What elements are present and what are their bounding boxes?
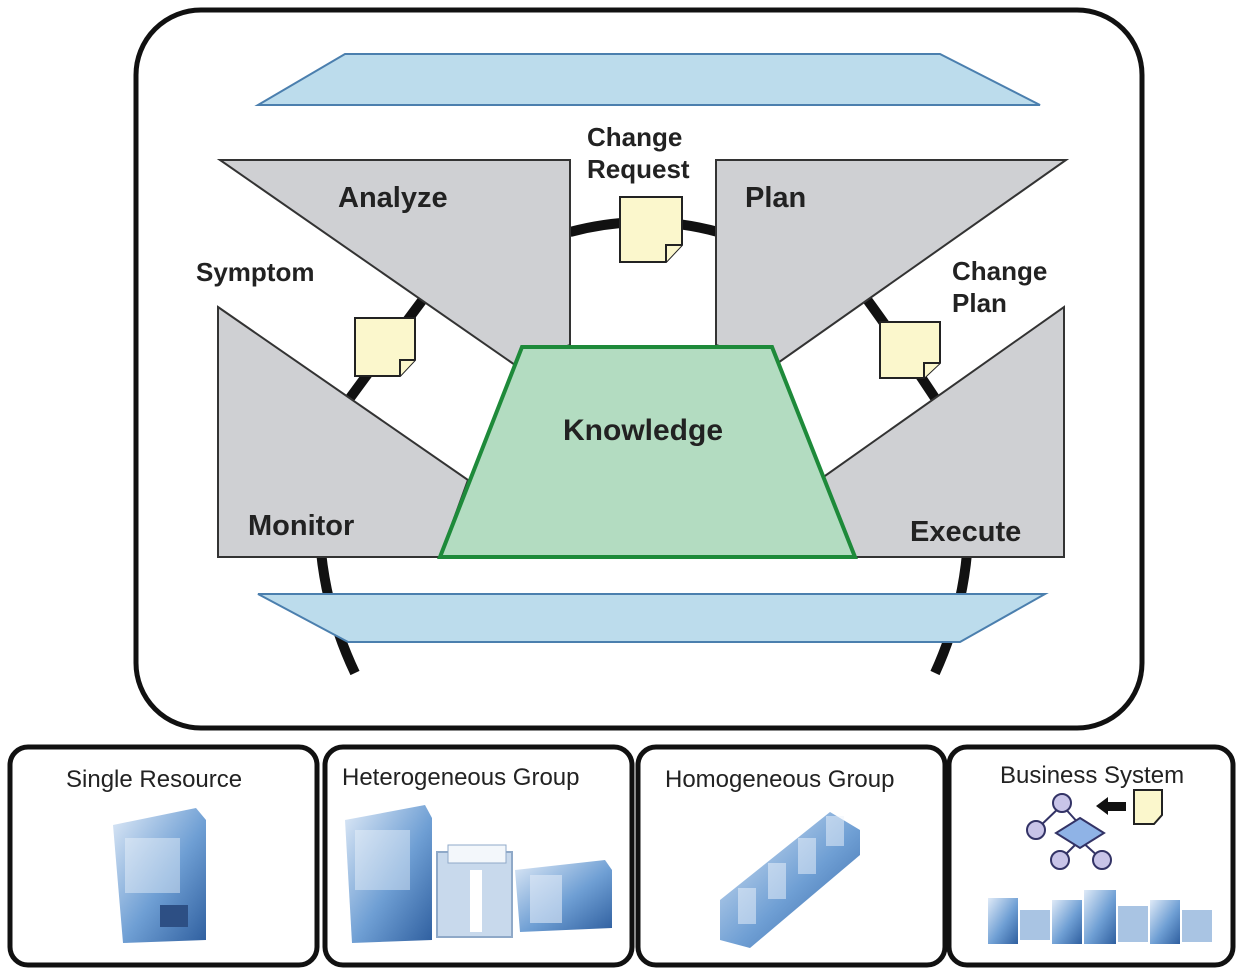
monitor-label: Monitor <box>248 510 354 542</box>
resource-box-heterogeneous: Heterogeneous Group <box>322 744 635 968</box>
arrow-left-icon <box>1096 797 1126 815</box>
knowledge-shape <box>437 345 858 559</box>
change-request-label-line2: Request <box>587 154 690 184</box>
storage-icon <box>436 844 513 938</box>
knowledge-label: Knowledge <box>563 414 723 447</box>
resource-box-title: Homogeneous Group <box>665 766 894 793</box>
resource-box-title: Business System <box>1000 762 1184 789</box>
resource-box-single: Single Resource <box>7 744 320 968</box>
change-request-document-icon <box>619 196 683 263</box>
symptom-label: Symptom <box>196 257 314 287</box>
change-plan-document-icon <box>879 321 941 379</box>
execute-label: Execute <box>910 516 1021 548</box>
resource-box-business-system: Business System <box>946 744 1236 968</box>
resource-box-homogeneous: Homogeneous Group <box>635 744 948 968</box>
top-interface-bar <box>254 53 1041 106</box>
change-plan-label-line2: Plan <box>952 288 1007 318</box>
document-icon <box>1133 789 1163 825</box>
tape-icon <box>515 860 612 932</box>
server-icon <box>113 808 206 943</box>
bottom-interface-bar <box>257 593 1049 643</box>
server-icon <box>345 805 432 943</box>
server-group-icon <box>988 890 1212 944</box>
resource-box-title: Single Resource <box>66 766 242 793</box>
workflow-icon <box>1026 793 1112 870</box>
symptom-document-icon <box>354 317 416 377</box>
plan-label: Plan <box>745 182 806 214</box>
server-rack-icon <box>720 812 860 948</box>
change-plan-label-line1: Change <box>952 256 1047 286</box>
resource-box-title: Heterogeneous Group <box>342 764 580 791</box>
analyze-label: Analyze <box>338 182 448 214</box>
change-request-label-line1: Change <box>587 122 682 152</box>
